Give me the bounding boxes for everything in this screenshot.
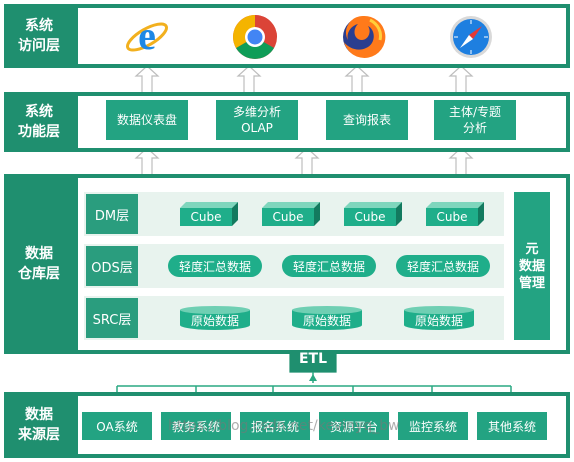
source-enrollment[interactable]: 报名系统 [240,412,310,440]
ods-item-1[interactable]: 轻度汇总数据 [168,255,262,277]
dm-layer-label: DM层 [86,194,138,234]
firefox-icon[interactable] [340,14,386,60]
watermark: https://blog.csdn.net/kevinyq_bw [168,418,400,434]
src-item-1[interactable]: 原始数据 [180,306,250,330]
source-monitoring[interactable]: 监控系统 [398,412,468,440]
function-olap[interactable]: 多维分析 OLAP [216,100,298,140]
metadata-management[interactable]: 元 数据 管理 [514,192,550,340]
warehouse-layer-label: 数据 仓库层 [4,174,74,354]
cube-3[interactable]: Cube [344,202,402,226]
cube-1[interactable]: Cube [180,202,238,226]
up-arrow [448,65,474,94]
source-resource-platform[interactable]: 资源平台 [319,412,389,440]
function-layer-label: 系统 功能层 [4,92,74,152]
cube-4[interactable]: Cube [426,202,484,226]
safari-icon[interactable] [448,14,494,60]
chrome-icon[interactable] [232,14,278,60]
function-topic-analysis[interactable]: 主体/专题 分析 [434,100,516,140]
up-arrow [134,147,160,176]
source-academic[interactable]: 教务系统 [161,412,231,440]
ods-item-2[interactable]: 轻度汇总数据 [282,255,376,277]
svg-text:e: e [138,14,156,58]
src-layer-label: SRC层 [86,298,138,338]
up-arrow [344,65,370,94]
ods-layer-label: ODS层 [86,246,138,286]
source-oa[interactable]: OA系统 [82,412,152,440]
src-item-3[interactable]: 原始数据 [404,306,474,330]
source-other[interactable]: 其他系统 [477,412,547,440]
up-arrow [134,65,160,94]
access-layer-label: 系统 访问层 [4,4,74,68]
up-arrow [294,147,320,176]
cube-2[interactable]: Cube [262,202,320,226]
function-dashboard[interactable]: 数据仪表盘 [106,100,188,140]
up-arrow [448,147,474,176]
ie-icon[interactable]: e [124,13,170,60]
src-item-2[interactable]: 原始数据 [292,306,362,330]
up-arrow [236,65,262,94]
ods-item-3[interactable]: 轻度汇总数据 [396,255,490,277]
function-query-report[interactable]: 查询报表 [326,100,408,140]
source-layer-label: 数据 来源层 [4,392,74,458]
etl-label[interactable]: ETL [298,351,328,367]
